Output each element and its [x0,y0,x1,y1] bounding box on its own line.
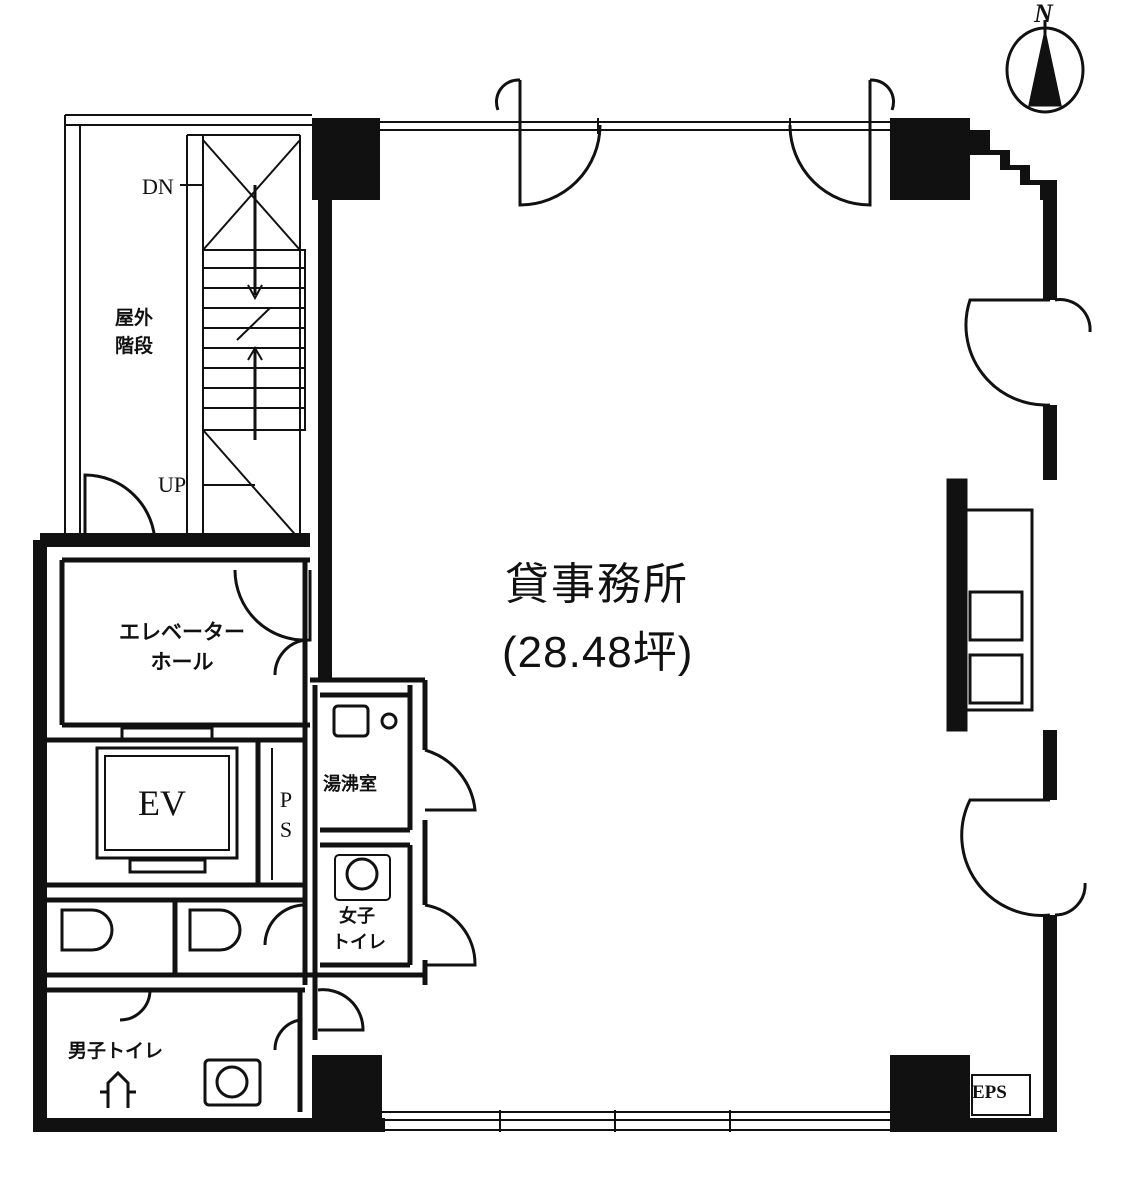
womens-toilet-line1: 女子 [339,906,375,926]
womens-toilet-line2: トイレ [332,932,386,952]
office-room-area: (28.48坪) [502,628,694,677]
doors [83,78,1092,1051]
womens-toilet-label: 女子 トイレ [332,903,386,955]
elevator-car [95,726,273,880]
stair-structure [64,115,306,541]
north-label: N [1034,0,1053,28]
outdoor-stairs-line2: 階段 [114,336,153,357]
mens-toilet-label: 男子トイレ [68,1041,164,1062]
pipe-space-label: P S [276,785,296,845]
north-compass-icon [1005,20,1085,114]
office-room-name: 貸事務所 [505,560,689,609]
kitchenette-label: 湯沸室 [323,774,377,794]
elevator-hall-line2: ホール [150,651,214,674]
outdoor-stairs-line1: 屋外 [114,308,153,329]
elevator-hall-label: エレベーター ホール [102,618,262,678]
eps-label: EPS [972,1082,1007,1103]
outdoor-stairs-label: 屋外 階段 [104,305,164,361]
outer-walls [33,118,1057,1132]
pipe-space-s: S [279,817,293,842]
south-windows [382,1110,890,1132]
stair-down-label: DN [142,174,174,199]
fixtures [60,478,1034,1116]
columns [312,118,1057,1127]
north-windows [65,114,890,134]
elevator-label: EV [138,783,186,823]
elevator-hall-line1: エレベーター [119,621,245,644]
pipe-space-p: P [279,787,293,812]
stair-up-label: UP [158,472,187,497]
